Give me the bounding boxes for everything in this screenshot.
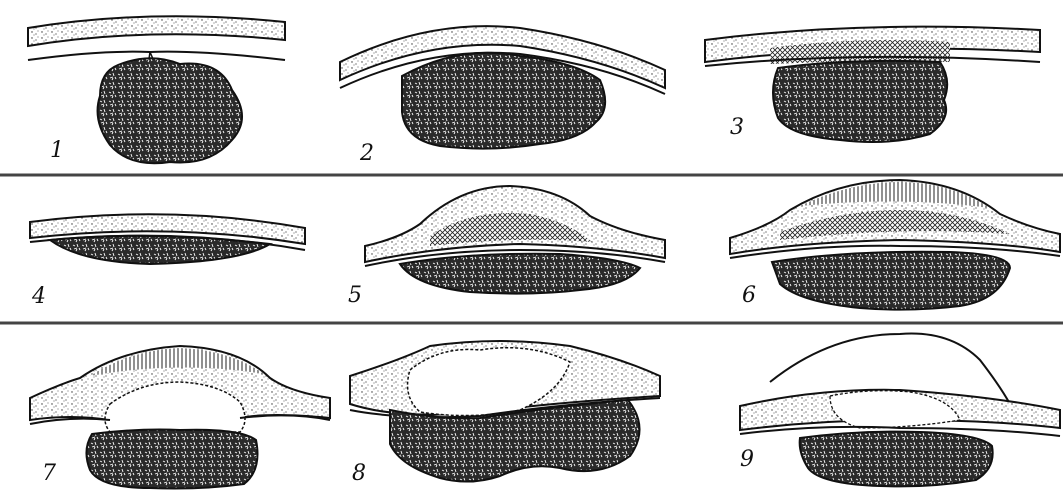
figure-7: 7 xyxy=(30,346,330,489)
figure-label-5: 5 xyxy=(348,283,362,308)
figure-6: 6 xyxy=(730,180,1060,310)
figure-9: 9 xyxy=(740,334,1060,487)
tumor-mass xyxy=(800,432,993,487)
tumor-mass xyxy=(98,58,242,163)
tumor-mass xyxy=(86,430,257,489)
figure-label-7: 7 xyxy=(42,461,56,486)
figure-4: 4 xyxy=(30,214,305,309)
figure-label-1: 1 xyxy=(50,138,64,163)
figure-2: 2 xyxy=(340,26,665,166)
figure-8: 8 xyxy=(350,341,660,486)
figure-label-8: 8 xyxy=(352,461,366,486)
tumor-mass xyxy=(772,252,1010,310)
figure-5: 5 xyxy=(348,186,665,308)
figure-1: 1 xyxy=(28,16,285,163)
figure-label-4: 4 xyxy=(31,284,46,309)
tumor-mass xyxy=(400,254,640,294)
tumor-mass xyxy=(402,53,605,149)
tumor-mass xyxy=(773,61,947,142)
figure-label-9: 9 xyxy=(740,447,754,472)
figure-3: 3 xyxy=(705,27,1040,142)
figure-label-3: 3 xyxy=(730,115,744,140)
figure-label-2: 2 xyxy=(359,141,374,166)
figure-label-6: 6 xyxy=(742,283,756,308)
